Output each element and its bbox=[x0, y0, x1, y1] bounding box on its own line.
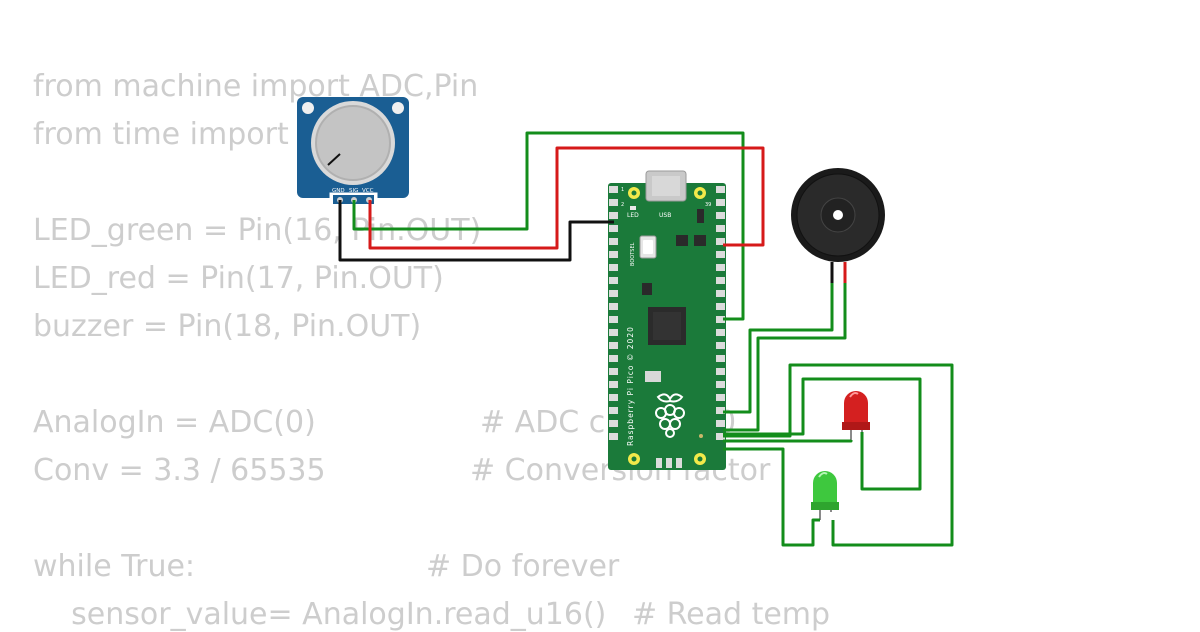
label-led: LED bbox=[627, 212, 639, 219]
code-comment-read: # Read temp bbox=[632, 597, 831, 632]
potentiometer-knob[interactable] bbox=[315, 105, 391, 181]
label-pin2: 2 bbox=[621, 202, 624, 208]
pico-left-pins bbox=[609, 186, 618, 440]
pico-board[interactable]: LED USB 1 2 39 BOOTSEL Raspberry Pi Pico… bbox=[608, 170, 726, 470]
pot-pin-vcc-label: VCC bbox=[362, 188, 374, 194]
wire-buzzer-gnd[interactable] bbox=[723, 283, 834, 414]
pico-right-pins bbox=[716, 186, 725, 440]
label-bootsel: BOOTSEL bbox=[630, 242, 636, 266]
code-line-5: LED_red = Pin(17, Pin.OUT) bbox=[33, 261, 444, 296]
buzzer[interactable] bbox=[791, 168, 885, 283]
code-line-1: from machine import ADC,Pin bbox=[33, 69, 479, 104]
label-pin39: 39 bbox=[705, 202, 711, 208]
wire-led-red-3[interactable] bbox=[723, 439, 853, 443]
pot-pin-gnd-label: GND bbox=[332, 188, 345, 194]
code-line-11: while True: bbox=[33, 549, 196, 584]
led-red[interactable] bbox=[842, 391, 870, 440]
pot-pin-sig-label: SIG bbox=[349, 188, 358, 194]
label-usb: USB bbox=[659, 212, 671, 219]
wire-led-red-2[interactable] bbox=[723, 377, 922, 491]
code-comment-conv: # Conversion factor bbox=[470, 453, 771, 488]
code-line-8: AnalogIn = ADC(0) bbox=[33, 405, 316, 440]
led-green[interactable] bbox=[811, 471, 839, 520]
label-board: Raspberry Pi Pico © 2020 bbox=[626, 326, 635, 446]
wire-pot-gnd[interactable] bbox=[338, 200, 614, 262]
code-line-6: buzzer = Pin(18, Pin.OUT) bbox=[33, 309, 422, 344]
wire-buzzer-sig[interactable] bbox=[723, 283, 847, 432]
code-comment-forever: # Do forever bbox=[426, 549, 620, 584]
potentiometer-knob-indicator bbox=[327, 153, 341, 166]
code-line-9: Conv = 3.3 / 65535 bbox=[33, 453, 326, 488]
potentiometer-module[interactable]: GND SIG VCC bbox=[297, 97, 409, 207]
raspberry-pi-logo bbox=[655, 393, 685, 438]
code-line-12: sensor_value= AnalogIn.read_u16() bbox=[33, 597, 607, 632]
onboard-led bbox=[630, 206, 636, 210]
wire-led-green[interactable] bbox=[723, 447, 820, 547]
wire-pot-sig[interactable] bbox=[352, 131, 745, 321]
wire-pot-vcc[interactable] bbox=[368, 146, 765, 250]
wire-led-red-1[interactable] bbox=[723, 363, 954, 547]
label-pin1: 1 bbox=[621, 187, 624, 193]
